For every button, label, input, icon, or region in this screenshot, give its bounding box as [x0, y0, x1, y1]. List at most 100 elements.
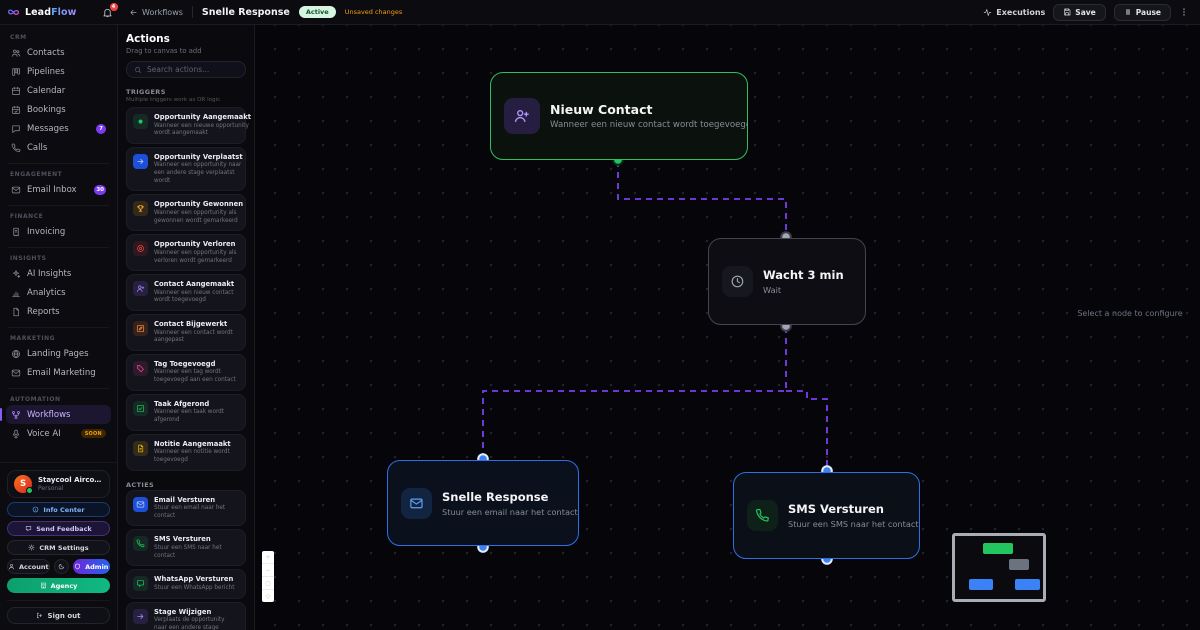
fit-view-button[interactable]: ▢: [262, 577, 274, 590]
node-subtitle: Stuur een SMS naar het contact: [788, 519, 919, 529]
lock-button[interactable]: ◇: [265, 592, 271, 600]
sidebar-item-reports[interactable]: Reports: [6, 302, 111, 321]
crm-settings-button[interactable]: CRM Settings: [7, 540, 110, 555]
node-subtitle: Stuur een email naar het contact: [442, 506, 578, 517]
actions-panel: Actions Drag to canvas to add Search act…: [118, 25, 255, 630]
theme-toggle-button[interactable]: [53, 559, 69, 574]
sidebar-item-email-marketing[interactable]: Email Marketing: [6, 363, 111, 382]
card-title: Contact Bijgewerkt: [154, 320, 228, 329]
sidebar-item-calls[interactable]: Calls: [6, 138, 111, 157]
sidebar-item-landing-pages[interactable]: Landing Pages: [6, 344, 111, 363]
count-badge: 30: [94, 184, 106, 195]
search-icon: [134, 66, 142, 74]
chart-icon: [11, 288, 21, 298]
divider: [191, 6, 193, 18]
phone-icon: [747, 500, 778, 531]
node-title: Wacht 3 min: [763, 268, 844, 282]
sidebar-item-analytics[interactable]: Analytics: [6, 283, 111, 302]
agency-button[interactable]: Agency: [7, 578, 110, 593]
account-button[interactable]: Account: [7, 559, 50, 574]
moon-icon: [58, 563, 65, 570]
tag-icon: [133, 360, 148, 376]
x-circle-icon: [133, 241, 148, 257]
sidebar-item-invoicing[interactable]: Invoicing: [6, 222, 111, 241]
sidebar-item-bookings[interactable]: Bookings: [6, 100, 111, 119]
zoom-out-button[interactable]: −: [262, 564, 274, 577]
notification-count-badge: 4: [109, 2, 118, 11]
pause-button[interactable]: Pause: [1113, 3, 1171, 21]
card-title: Opportunity Verloren: [154, 240, 236, 249]
send-feedback-button[interactable]: Send Feedback: [7, 521, 110, 536]
search-actions-input[interactable]: Search actions...: [126, 61, 246, 78]
sidebar-item-workflows[interactable]: Workflows: [0, 405, 111, 424]
card-title: Opportunity Aangemaakt: [154, 113, 252, 121]
card-title: Taak Afgerond: [154, 399, 210, 408]
sidebar-item-contacts[interactable]: Contacts: [6, 43, 111, 62]
trophy-icon: [133, 201, 148, 217]
leadflow-logo-icon: [7, 6, 20, 19]
executions-button[interactable]: Executions: [983, 8, 1045, 17]
count-badge: 7: [96, 123, 106, 134]
card-description: Wanneer een notitie wordt toegevoegd: [154, 449, 230, 463]
card-description: Wanneer een opportunity als gewonnen wor…: [154, 209, 238, 224]
gear-icon: [28, 544, 35, 551]
workflow-title: Snelle Response: [201, 6, 290, 18]
save-button[interactable]: Save: [1053, 3, 1106, 21]
sign-out-button[interactable]: Sign out: [7, 607, 110, 624]
node-title: Nieuw Contact: [550, 102, 653, 117]
node-subtitle: Wanneer een nieuw contact wordt toegevoe…: [550, 120, 748, 130]
card-title: Stage Wijzigen: [154, 607, 212, 616]
account-name: Staycool Airconditio...: [38, 476, 103, 484]
sidebar-item-pipelines[interactable]: Pipelines: [6, 62, 111, 81]
more-menu-button[interactable]: [1179, 6, 1189, 18]
sidebar-item-calendar[interactable]: Calendar: [6, 81, 111, 100]
notifications-button[interactable]: 4: [102, 2, 118, 18]
mic-icon: [11, 429, 21, 439]
minimap[interactable]: [952, 533, 1046, 602]
zoom-in-button[interactable]: +: [262, 551, 274, 564]
sidebar-item-ai-insights[interactable]: AI Insights: [6, 264, 111, 283]
save-icon: [1063, 8, 1071, 16]
admin-button[interactable]: Admin: [72, 559, 110, 574]
minimap-node-rect: [1009, 559, 1029, 570]
section-label-finance: FINANCE: [10, 213, 44, 220]
section-label-crm: CRM: [10, 34, 27, 41]
arrow-right-icon: [133, 608, 148, 624]
card-description: Wanneer een tag wordt toegevoegd aan een…: [154, 369, 236, 384]
bell-icon: [102, 7, 113, 18]
card-description: Stuur een SMS naar het contact: [154, 544, 222, 559]
back-to-workflows-button[interactable]: Workflows: [129, 8, 183, 17]
actions-section-label: ACTIES: [126, 480, 155, 489]
brand-name: LeadFlow: [25, 6, 77, 18]
globe-icon: [11, 349, 21, 359]
card-title: SMS Versturen: [154, 535, 211, 544]
account-card[interactable]: S Staycool Airconditio... Personal: [7, 470, 110, 498]
section-label-automation: AUTOMATION: [10, 396, 61, 403]
info-center-button[interactable]: Info Center: [7, 502, 110, 517]
chat-icon: [133, 576, 148, 592]
